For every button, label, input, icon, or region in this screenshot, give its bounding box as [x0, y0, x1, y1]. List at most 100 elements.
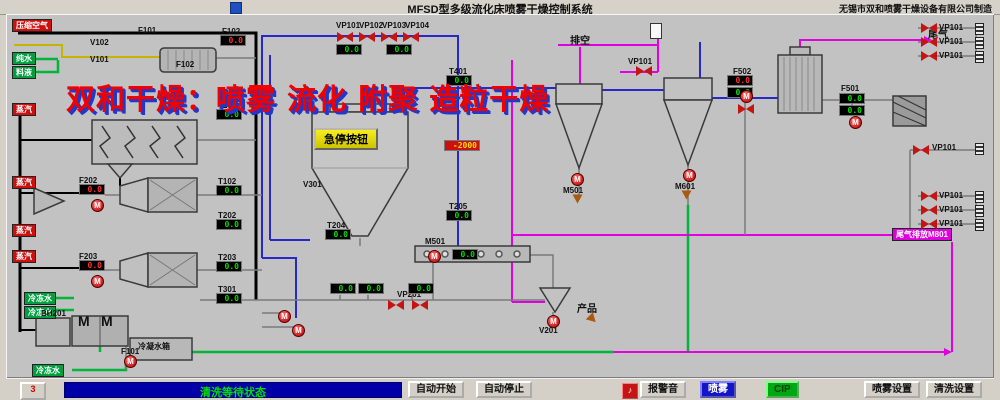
port-icon-r2 — [975, 37, 984, 49]
label-t202: T202 — [218, 211, 237, 220]
label-vp101-r1: VP101 — [939, 23, 964, 32]
display-vp-top-2: 0.0 — [386, 44, 412, 55]
label-f502: F502 — [733, 67, 752, 76]
valve-r4[interactable] — [913, 145, 929, 155]
tag-steam-1: 蒸汽 — [12, 103, 36, 116]
display-bed-3: 0.0 — [408, 283, 434, 294]
pump-f501[interactable]: M — [849, 116, 862, 129]
valve-vp201-a[interactable] — [388, 300, 404, 310]
valve-vent[interactable] — [636, 66, 652, 76]
label-t201: T201 — [218, 101, 237, 110]
pump-f101[interactable]: M — [124, 355, 137, 368]
spray-button[interactable]: 喷雾 — [700, 381, 736, 398]
alarm-sound-icon[interactable]: ♪ — [622, 383, 638, 399]
port-icon-r5 — [975, 191, 984, 203]
valve-f502[interactable] — [738, 104, 754, 114]
display-bed-2: 0.0 — [358, 283, 384, 294]
label-t102: T102 — [218, 177, 237, 186]
valve-vp103-top[interactable] — [381, 32, 397, 42]
vent-stack — [650, 23, 662, 39]
tag-chilled-water-1: 冷冻水 — [24, 292, 56, 305]
label-condensate-tank: 冷凝水箱 — [138, 342, 170, 351]
label-vp101-r3: VP101 — [939, 51, 964, 60]
display-t102: 0.0 — [216, 185, 242, 196]
label-t205: T205 — [449, 202, 468, 211]
discharge-arrow-cyclone2 — [681, 190, 692, 200]
pump-bottom-2[interactable]: M — [292, 324, 305, 337]
valve-r3[interactable] — [921, 51, 937, 61]
label-vp201: VP201 — [397, 290, 422, 299]
status-text: 清洗等待状态 — [200, 387, 266, 399]
valve-r1[interactable] — [921, 23, 937, 33]
valve-r6[interactable] — [921, 205, 937, 215]
display-f102: 0.0 — [220, 35, 246, 46]
alarm-sound-button[interactable]: 报警音 — [640, 381, 686, 398]
valve-vp201-b[interactable] — [412, 300, 428, 310]
pump-f202[interactable]: M — [91, 199, 104, 212]
label-v201: V201 — [539, 326, 558, 335]
discharge-arrow-cyclone1 — [572, 194, 583, 204]
display-t205: 0.0 — [446, 210, 472, 221]
tag-steam-2: 蒸汽 — [12, 176, 36, 189]
display-t401: 0.0 — [446, 75, 472, 86]
display-vp-top-1: 0.0 — [336, 44, 362, 55]
valve-vp101-top[interactable] — [337, 32, 353, 42]
label-t204: T204 — [327, 221, 346, 230]
label-v102: V102 — [90, 38, 109, 47]
pump-bottom-1[interactable]: M — [278, 310, 291, 323]
emergency-stop-button[interactable]: 急停按钮 — [314, 128, 378, 150]
display-m501-bed: 0.0 — [452, 249, 478, 260]
valve-r7[interactable] — [921, 219, 937, 229]
page-title: MFSD型多级流化床喷雾干燥控制系统 — [407, 4, 593, 16]
tag-exhaust-fan: 尾气排放M801 — [892, 228, 953, 241]
label-f202: F202 — [79, 176, 98, 185]
clean-settings-button[interactable]: 清洗设置 — [926, 381, 982, 398]
label-vp101-r4: VP101 — [932, 143, 957, 152]
manufacturer-text: 无锡市双和喷雾干燥设备有限公司制造 — [838, 4, 992, 14]
cip-button[interactable]: CIP — [766, 381, 799, 398]
auto-stop-button[interactable]: 自动停止 — [476, 381, 532, 398]
display-pressure: -2000 — [444, 140, 480, 151]
label-vp103-top: VP103 — [382, 21, 407, 30]
status-bar: 3 清洗等待状态 自动开始 自动停止 ♪ 报警音 喷雾 CIP 喷雾设置 清洗设… — [6, 378, 994, 400]
label-t203: T203 — [218, 253, 237, 262]
valve-vp102-top[interactable] — [359, 32, 375, 42]
label-vp101-r5: VP101 — [939, 191, 964, 200]
valve-vp104-top[interactable] — [403, 32, 419, 42]
auto-start-button[interactable]: 自动开始 — [408, 381, 464, 398]
label-vp101-vent: VP101 — [628, 57, 653, 66]
pump-f502[interactable]: M — [740, 90, 753, 103]
display-f501-b: 0.0 — [839, 105, 865, 116]
pump-v201[interactable]: M — [547, 315, 560, 328]
tag-steam-3: 蒸汽 — [12, 224, 36, 237]
pump-m601[interactable]: M — [683, 169, 696, 182]
label-m601-cyclone: M601 — [675, 182, 696, 191]
label-t301: T301 — [218, 285, 237, 294]
label-f102-display: F102 — [222, 27, 241, 36]
port-icon-r6 — [975, 205, 984, 217]
pump-m501-bed[interactable]: M — [428, 250, 441, 263]
tag-chilled-water-2: 冷冻水 — [24, 306, 56, 319]
label-f203: F203 — [79, 252, 98, 261]
label-vp102-top: VP102 — [359, 21, 384, 30]
pump-m501[interactable]: M — [571, 173, 584, 186]
port-icon-r3 — [975, 51, 984, 63]
label-vp101-r6: VP101 — [939, 205, 964, 214]
display-f502-a: 0.0 — [727, 75, 753, 86]
label-vp104-top: VP104 — [405, 21, 430, 30]
tag-pure-water: 纯水 — [12, 52, 36, 65]
pump-f203[interactable]: M — [91, 275, 104, 288]
port-icon-r4 — [975, 143, 984, 155]
valve-r5[interactable] — [921, 191, 937, 201]
label-f501: F501 — [841, 84, 860, 93]
page-button[interactable]: 3 — [20, 382, 46, 400]
display-f203: 0.0 — [79, 260, 105, 271]
status-display: 清洗等待状态 — [64, 382, 402, 399]
label-bh201: BH201 — [41, 309, 66, 318]
valve-r2[interactable] — [921, 37, 937, 47]
label-f101-pump: F101 — [121, 347, 140, 356]
label-vp101-r2: VP101 — [939, 37, 964, 46]
spray-settings-button[interactable]: 喷雾设置 — [864, 381, 920, 398]
